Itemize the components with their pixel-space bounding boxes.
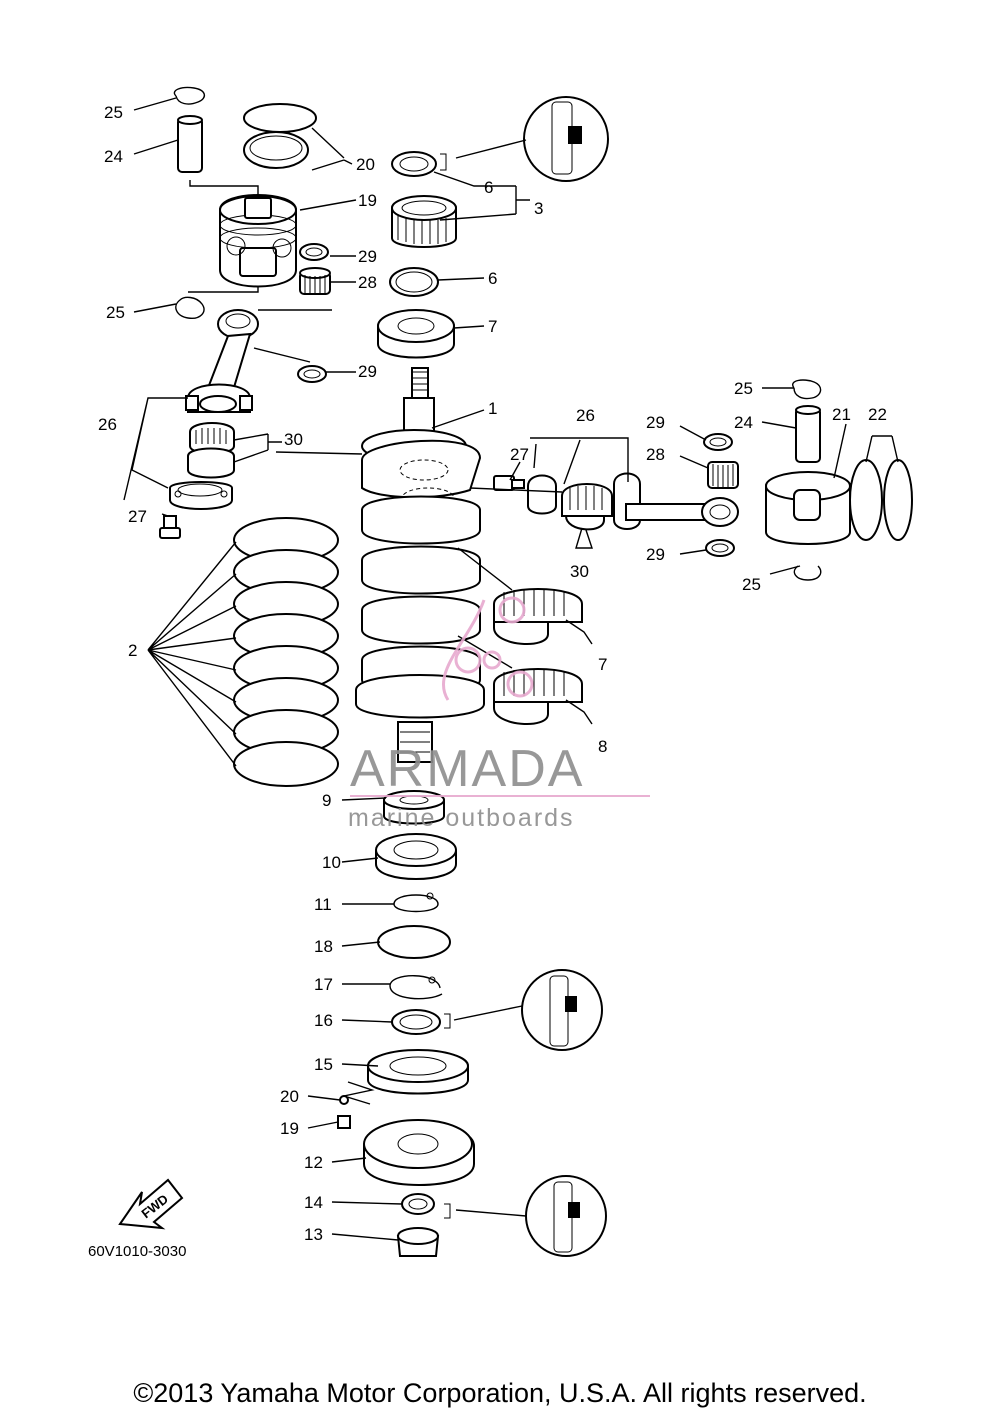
callout-19: 20 xyxy=(280,1087,299,1106)
callout-4: 6 xyxy=(484,178,493,197)
fwd-arrow-icon: FWD xyxy=(118,1178,184,1230)
callout-5: 6 xyxy=(488,269,497,288)
drawing-code: 60V1010-3030 xyxy=(88,1243,186,1260)
callout-25: 25 xyxy=(742,575,761,594)
callout-25: 25 xyxy=(104,103,123,122)
leader-lines xyxy=(123,97,899,1241)
callout-29: 29 xyxy=(358,247,377,266)
callout-7: 7 xyxy=(598,655,607,674)
armada-logo-icon xyxy=(441,596,534,701)
callout-28: 28 xyxy=(646,445,665,464)
callout-16: 17 xyxy=(314,975,333,994)
callout-26: 26 xyxy=(98,415,117,434)
seal-rings-stack xyxy=(233,517,339,787)
callout-3: 3 xyxy=(534,199,543,218)
left-piston-group xyxy=(159,86,331,539)
callout-30: 30 xyxy=(570,562,589,581)
grease-detail-callouts xyxy=(440,96,609,1257)
callout-25: 25 xyxy=(734,379,753,398)
crankshaft xyxy=(355,367,485,763)
upper-bearing-stack xyxy=(377,151,457,359)
callout-28: 28 xyxy=(358,273,377,292)
callout-27: 27 xyxy=(128,507,147,526)
callout-11: 12 xyxy=(304,1153,323,1172)
callout-25: 25 xyxy=(106,303,125,322)
callout-24: 24 xyxy=(734,413,753,432)
callout-29: 29 xyxy=(646,545,665,564)
callout-10: 11 xyxy=(314,895,332,914)
callout-1: 1 xyxy=(488,399,497,418)
callout-9: 10 xyxy=(322,853,341,872)
callout-27: 27 xyxy=(510,445,529,464)
callout-2: 2 xyxy=(128,641,137,660)
callout-labels: 25 24 20 19 29 28 25 29 26 30 27 2 6 3 6… xyxy=(98,103,887,1244)
main-bearings xyxy=(493,588,583,725)
callout-21: 20 xyxy=(356,155,375,174)
callout-24: 24 xyxy=(104,147,123,166)
right-piston-group xyxy=(493,379,913,581)
callout-20: 19 xyxy=(358,191,377,210)
callout-7: 8 xyxy=(598,737,607,756)
watermark-brand: ARMADA xyxy=(350,740,584,798)
callout-23: 22 xyxy=(868,405,887,424)
callout-30: 30 xyxy=(284,430,303,449)
watermark-tagline: marine outboards xyxy=(348,804,575,832)
armada-watermark-logo: ARMADA marine outboards xyxy=(348,596,650,832)
callout-29: 29 xyxy=(358,362,377,381)
callout-18: 19 xyxy=(280,1119,299,1138)
callout-6: 7 xyxy=(488,317,497,336)
callout-15: 16 xyxy=(314,1011,333,1030)
callout-13: 14 xyxy=(304,1193,323,1212)
callout-12: 13 xyxy=(304,1225,323,1244)
callout-26: 26 xyxy=(576,406,595,425)
callout-17: 18 xyxy=(314,937,333,956)
callout-14: 15 xyxy=(314,1055,333,1074)
callout-8: 9 xyxy=(322,791,331,810)
callout-29: 29 xyxy=(646,413,665,432)
callout-22: 21 xyxy=(832,405,851,424)
lower-stack xyxy=(337,790,475,1257)
copyright-footer: ©2013 Yamaha Motor Corporation, U.S.A. A… xyxy=(133,1378,867,1408)
